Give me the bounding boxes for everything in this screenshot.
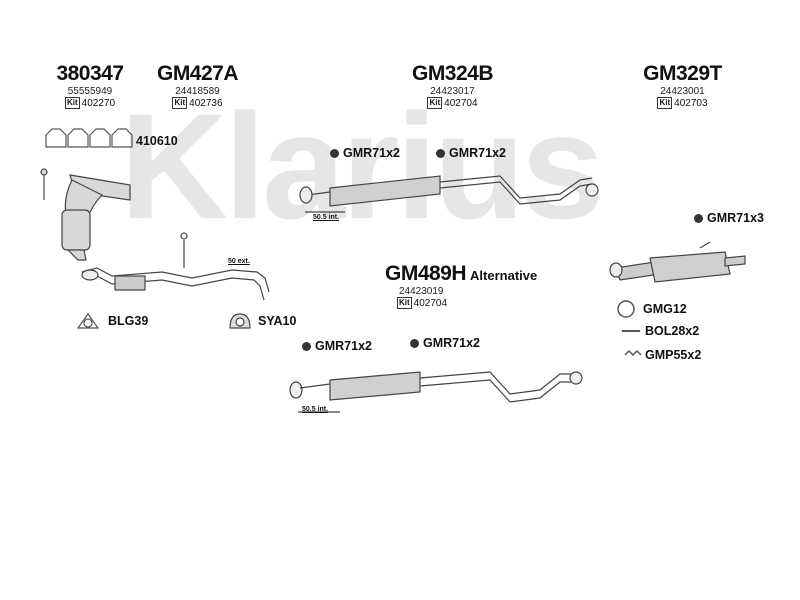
dimension-int-bottom: 50.5 int.	[302, 406, 329, 413]
kit-row: Kit 402270	[50, 97, 130, 109]
oe-number: 24418589	[175, 86, 220, 97]
kit-icon: Kit	[64, 97, 80, 109]
kit-row: Kit 402736	[150, 97, 245, 109]
gmp-label: GMP55x2	[645, 348, 702, 362]
kit-row: Kit 402704	[397, 297, 537, 309]
rubber-mount-icon	[410, 338, 419, 348]
rubber-mount-icon	[330, 148, 339, 158]
rubber-mount-icon	[302, 341, 311, 351]
part-gm489h[interactable]: GM489H Alternative 24423019 Kit 402704	[385, 262, 537, 309]
kit-number: 402703	[674, 97, 708, 109]
center-silencer-icon[interactable]	[299, 175, 599, 213]
manifold-catalyst-icon[interactable]	[40, 168, 131, 261]
part-code: GM489H	[385, 262, 467, 285]
part-code: GM329T	[643, 62, 722, 85]
oe-number: 24423017	[430, 86, 475, 97]
gmr-label-b[interactable]: GMR71x2	[436, 146, 506, 160]
rubber-mount-icon	[694, 213, 703, 223]
part-code: GM324B	[411, 62, 494, 85]
part-gm324b[interactable]: GM324B 24423017 Kit 402704	[405, 62, 500, 109]
kit-row: Kit 402703	[635, 97, 730, 109]
kit-number: 402704	[413, 297, 448, 309]
gmr-label-c[interactable]: GMR71x3	[694, 211, 764, 225]
oe-number: 24423019	[399, 286, 444, 297]
alternative-silencer-icon[interactable]	[289, 371, 583, 413]
kit-number: 402736	[189, 97, 223, 109]
kit-icon: Kit	[657, 97, 673, 109]
part-code: 380347	[56, 62, 124, 85]
part-gm427a[interactable]: GM427A 24418589 Kit 402736	[150, 62, 245, 109]
gmg-label: GMG12	[643, 302, 687, 316]
gmp-spring-icon[interactable]	[624, 349, 642, 357]
dimension-ext: 50 ext.	[228, 258, 250, 265]
kit-number: 402704	[444, 97, 478, 109]
blg-label: BLG39	[108, 314, 149, 328]
gasket-set-label: 410610	[136, 134, 178, 148]
alternative-label: Alternative	[470, 268, 538, 283]
blg-gasket-icon[interactable]	[76, 312, 100, 329]
kit-icon: Kit	[397, 297, 412, 309]
kit-row: Kit 402704	[405, 97, 500, 109]
oe-number: 55555949	[67, 86, 113, 97]
gmr-label-e[interactable]: GMR71x2	[410, 336, 480, 350]
oe-number: 24423001	[660, 86, 705, 97]
bol-label: BOL28x2	[645, 324, 700, 338]
gmr-label-d[interactable]: GMR71x2	[302, 339, 372, 353]
kit-icon: Kit	[427, 97, 443, 109]
front-pipe-icon[interactable]	[81, 232, 270, 301]
gasket-set-icon[interactable]	[45, 128, 133, 148]
kit-number: 402270	[81, 97, 116, 109]
gmg-ring-icon[interactable]	[617, 300, 635, 318]
rear-silencer-icon[interactable]	[609, 241, 746, 283]
dimension-int-top: 50.5 int.	[313, 214, 340, 221]
part-code: GM427A	[156, 62, 239, 85]
part-gm329t[interactable]: GM329T 24423001 Kit 402703	[635, 62, 730, 109]
kit-icon: Kit	[172, 97, 188, 109]
gmr-label-a[interactable]: GMR71x2	[330, 146, 400, 160]
sya-mount-icon[interactable]	[229, 313, 251, 329]
watermark-logo: Klarius	[120, 82, 605, 250]
sya-label: SYA10	[258, 314, 297, 328]
part-380347[interactable]: 380347 55555949 Kit 402270	[50, 62, 130, 109]
rubber-mount-icon	[436, 148, 445, 158]
